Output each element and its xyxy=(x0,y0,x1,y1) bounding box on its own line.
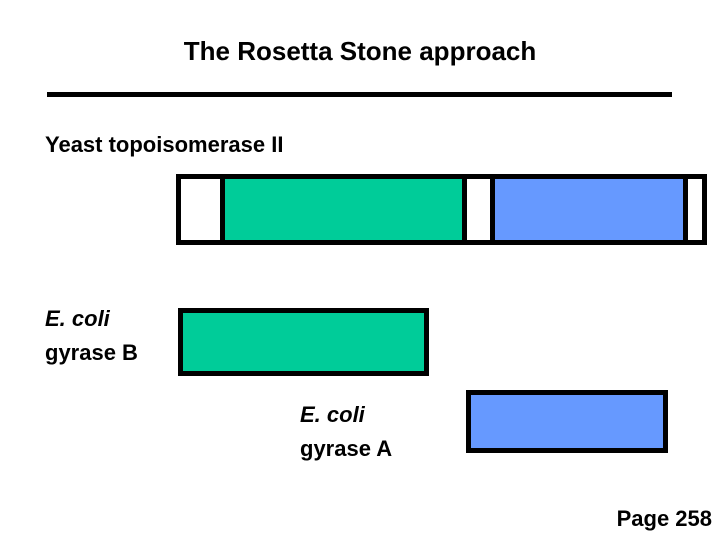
segment-atpase-domain xyxy=(224,179,463,240)
segment-breakage-reunion-domain xyxy=(495,179,684,240)
row-label-ecoli-gyrase-b-protein: gyrase B xyxy=(45,340,138,365)
segment-breakage-reunion-domain xyxy=(471,395,663,448)
row-label-yeast-topoisomerase: Yeast topoisomerase II xyxy=(45,128,283,162)
segment-atpase-domain xyxy=(183,313,424,371)
segment-linker-spacer xyxy=(467,179,490,240)
domain-bar-yeast-topoisomerase xyxy=(176,174,707,245)
domain-bar-ecoli-gyrase-b xyxy=(178,308,429,376)
domain-bar-ecoli-gyrase-a xyxy=(466,390,668,453)
row-label-ecoli-gyrase-b: E. coli gyrase B xyxy=(45,302,138,370)
page-title: The Rosetta Stone approach xyxy=(183,36,537,66)
segment-n-terminal-spacer xyxy=(181,179,220,240)
title-divider xyxy=(47,92,672,97)
page-number: Page 258 xyxy=(616,506,712,531)
row-label-ecoli-gyrase-b-species: E. coli xyxy=(45,306,110,331)
row-label-ecoli-gyrase-a: E. coli gyrase A xyxy=(300,398,392,466)
row-label-yeast-topoisomerase-text: Yeast topoisomerase II xyxy=(45,132,284,157)
segment-c-terminal-spacer xyxy=(688,179,702,240)
row-label-ecoli-gyrase-a-protein: gyrase A xyxy=(300,436,393,461)
row-label-ecoli-gyrase-a-species: E. coli xyxy=(300,402,365,427)
